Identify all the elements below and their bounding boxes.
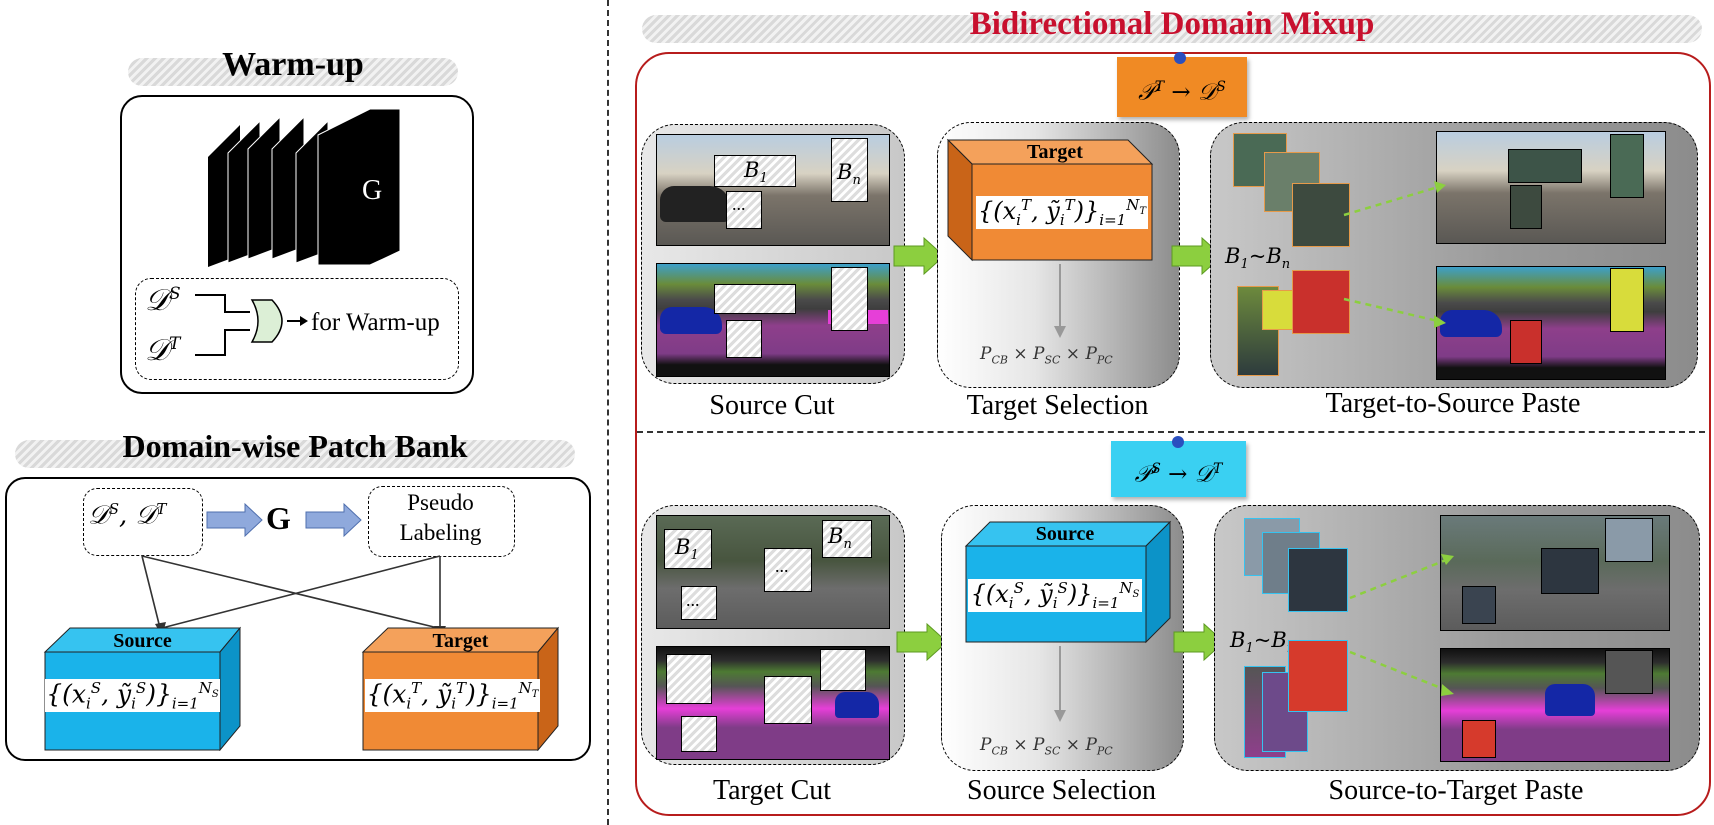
bottom-selection-down-arrow — [1054, 646, 1066, 722]
warmup-title-banner — [128, 58, 458, 86]
target-label-patch-2 — [820, 649, 866, 691]
patch-bank-flow — [141, 502, 446, 637]
generator-layer — [208, 108, 401, 267]
t2s-range-label: B1~Bn — [1225, 244, 1291, 273]
bottom-sticky-note: 𝒫S → 𝒟T — [1111, 441, 1246, 497]
source-car-shape — [660, 186, 730, 222]
t2s-result-patch-3 — [1510, 185, 1542, 229]
blue-arrow-icon — [206, 502, 263, 538]
section-divider — [607, 0, 609, 825]
bottom-cube-label: Source — [1035, 523, 1095, 545]
s2t-range-label: B1~Bn — [1230, 628, 1295, 657]
source-label-patch-1 — [714, 284, 796, 314]
source-cut-caption: Source Cut — [709, 390, 835, 421]
s2t-result-label-patch-2 — [1462, 720, 1496, 758]
t2s-result-patch-2 — [1610, 134, 1644, 198]
s2t-dashed-arrows — [1349, 554, 1454, 696]
generator-layers — [208, 108, 401, 267]
patch-bank-source-label: Source — [113, 630, 172, 652]
warmup-merge-lines — [195, 294, 308, 356]
patch-bank-source-formula: {(xiS, ỹiS)}i=1NS — [45, 679, 220, 713]
t2s-label-patch-3 — [1292, 270, 1350, 334]
target-label-patch-1 — [666, 654, 712, 704]
green-arrow-icon — [896, 622, 948, 662]
t2s-result-label-patch-1 — [1610, 268, 1644, 332]
t2s-result-label-patch-2 — [1510, 320, 1542, 364]
t2s-dashed-arrows — [1343, 181, 1446, 328]
bdm-title-banner — [642, 15, 1702, 43]
warmup-source-domain: 𝒟S — [145, 283, 181, 318]
generator-label: G — [362, 175, 383, 206]
source-selection-caption: Source Selection — [967, 775, 1156, 806]
source-patch-bn — [831, 138, 868, 202]
s2t-result-patch-1 — [1605, 518, 1653, 562]
merge-gate-icon — [250, 299, 283, 343]
t2s-result-label-car — [1440, 310, 1502, 337]
t2s-result-patch-1 — [1508, 149, 1582, 183]
target-ellipsis-label-2: ... — [686, 590, 700, 610]
s2t-result-label-car — [1545, 684, 1595, 716]
pseudo-label-line1: Pseudo — [407, 490, 474, 515]
target-label-patch-3 — [764, 676, 812, 724]
top-probability: PCB × PSC × PPC — [980, 344, 1113, 367]
bottom-pin-icon — [1172, 436, 1184, 448]
patch-bank-title: Domain-wise Patch Bank — [122, 428, 468, 464]
top-pin-icon — [1174, 52, 1186, 64]
target-selection-caption: Target Selection — [966, 390, 1149, 421]
target-cut-caption: Target Cut — [712, 775, 832, 806]
patch-bank-target-formula: {(xiT, ỹiT)}i=1NT — [365, 679, 540, 713]
s2t-patch-stack-3 — [1288, 548, 1348, 612]
top-cube-label: Target — [1027, 141, 1083, 163]
patch-bank-target-label: Target — [432, 630, 489, 652]
source-label-car — [660, 307, 722, 334]
top-arrow-1 — [893, 236, 945, 276]
warmup-title: Warm-up — [222, 46, 364, 83]
target-patch-bn-label: Bn — [828, 524, 852, 553]
top-selection-down-arrow — [1054, 264, 1066, 338]
bottom-cube-formula: {(xiS, ỹiS)}i=1NS — [968, 579, 1142, 612]
patch-bank-generator-label: G — [266, 500, 291, 536]
source-patch-ellipsis — [726, 191, 762, 229]
target-patch-bn — [822, 520, 872, 558]
bottom-probability: PCB × PSC × PPC — [980, 735, 1113, 758]
top-sticky-note: 𝒫T → 𝒟S — [1117, 57, 1247, 117]
bdm-panel — [635, 52, 1711, 816]
s2t-result-label-patch-1 — [1605, 650, 1653, 694]
t2s-patch-stack-3 — [1292, 183, 1350, 247]
pseudo-label-line2: Labeling — [399, 520, 482, 545]
bdm-row-separator — [637, 431, 1705, 433]
top-cube-formula: {(xiT, ỹiT)}i=1NT — [976, 196, 1148, 229]
source-patch-bn-label: Bn — [837, 160, 861, 189]
target-patch-ellipsis-2 — [681, 586, 717, 620]
bdm-title: Bidirectional Domain Mixup — [969, 6, 1375, 42]
green-arrow-icon — [893, 236, 945, 276]
warmup-target-domain: 𝒟T — [145, 333, 181, 368]
target-patch-b1-label: B1 — [675, 535, 699, 564]
patch-bank-title-banner — [15, 440, 575, 468]
source-patch-b1-label: B1 — [744, 158, 768, 187]
warmup-output-label: for Warm-up — [311, 309, 440, 336]
s2t-result-patch-3 — [1462, 586, 1496, 624]
warmup-inputs-box — [135, 278, 459, 380]
pseudo-labeling-box — [368, 486, 515, 557]
source-patch-b1 — [714, 155, 796, 187]
target-patch-ellipsis-1 — [764, 548, 812, 592]
target-ellipsis-label-1: ... — [775, 556, 789, 576]
source-label-patch-n — [831, 267, 868, 331]
patch-bank-domains: 𝒟S, 𝒟T — [88, 500, 167, 531]
s2t-label-patch-3 — [1288, 640, 1348, 712]
target-label-patch-4 — [681, 716, 717, 752]
s2t-result-patch-2 — [1541, 548, 1599, 594]
source-label-patch-ellipsis — [726, 320, 762, 358]
target-patch-b1 — [664, 529, 712, 569]
bottom-arrow-1 — [896, 622, 948, 662]
target-label-car — [835, 692, 879, 718]
blue-arrow-icon — [305, 502, 362, 538]
s2t-paste-caption: Source-to-Target Paste — [1328, 775, 1584, 806]
t2s-paste-caption: Target-to-Source Paste — [1325, 388, 1581, 419]
source-ellipsis-label: ... — [732, 194, 746, 214]
